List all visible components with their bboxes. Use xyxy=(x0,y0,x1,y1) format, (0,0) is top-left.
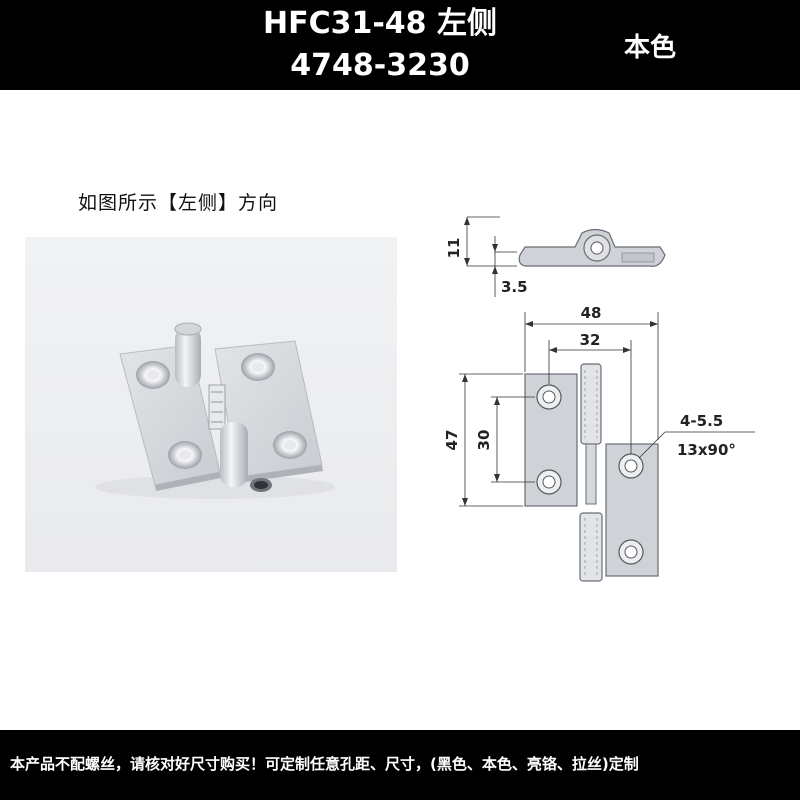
dim-height-side: 11 xyxy=(445,238,463,259)
side-view: 11 3.5 xyxy=(445,216,666,297)
product-title: HFC31-48 左侧 xyxy=(262,6,497,41)
dim-thickness: 3.5 xyxy=(501,278,528,296)
product-photo xyxy=(25,237,397,572)
dimension-drawing: 11 3.5 xyxy=(443,216,755,582)
hole-spec-count-diameter: 4-5.5 xyxy=(680,412,723,430)
dim-width-inner: 32 xyxy=(580,331,601,349)
dim-height-total: 47 xyxy=(443,430,461,451)
front-view: 48 32 47 30 4-5.5 13x xyxy=(443,304,755,582)
hole-spec-countersink: 13x90° xyxy=(677,441,736,459)
footer-notice: 本产品不配螺丝，请核对好尺寸购买！可定制任意孔距、尺寸，(黑色、本色、亮铬、拉丝… xyxy=(10,755,639,773)
header-banner: HFC31-48 左侧 4748-3230 本色 xyxy=(0,0,800,90)
hinge-photo-illustration xyxy=(95,322,335,499)
product-code: 4748-3230 xyxy=(290,48,470,83)
orientation-caption: 如图所示【左侧】方向 xyxy=(78,192,279,214)
color-label: 本色 xyxy=(623,33,676,63)
dim-width-total: 48 xyxy=(581,304,602,322)
technical-drawing: 11 3.5 xyxy=(425,200,765,604)
dim-hole-spacing: 30 xyxy=(475,430,493,451)
footer-banner: 本产品不配螺丝，请核对好尺寸购买！可定制任意孔距、尺寸，(黑色、本色、亮铬、拉丝… xyxy=(0,730,800,800)
